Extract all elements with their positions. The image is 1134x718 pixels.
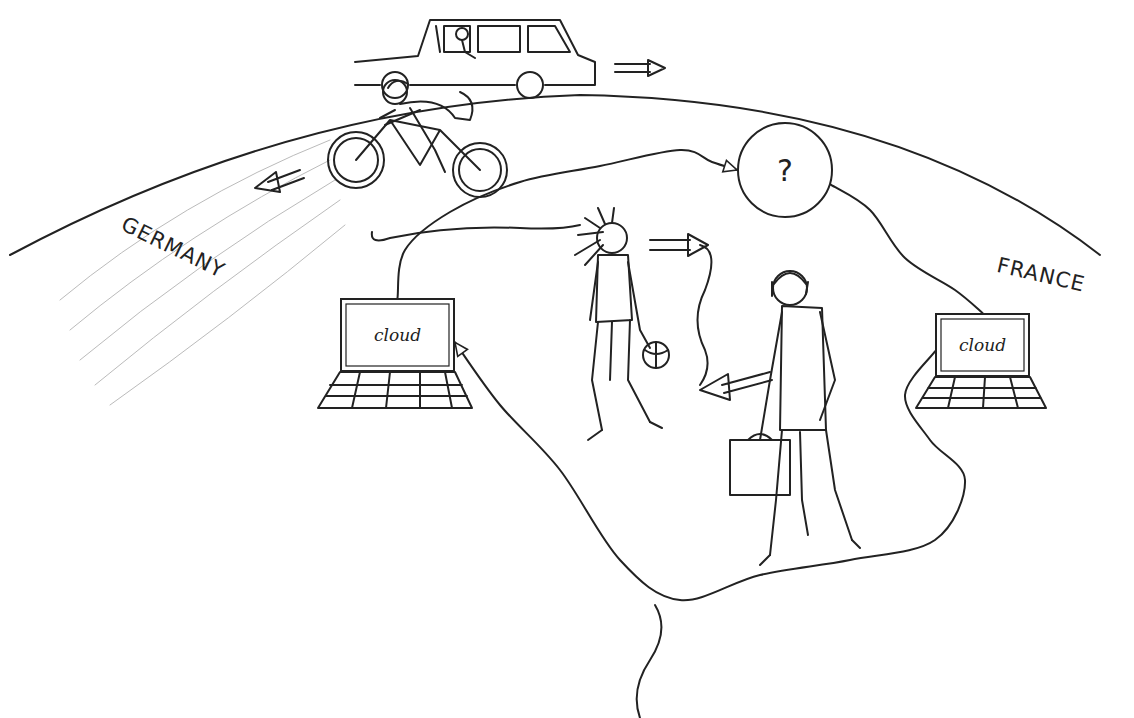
arrowhead [723,160,737,171]
laptop-screen: cloud [340,298,455,372]
screen-text: cloud [959,335,1006,355]
motion-hatching [60,140,345,405]
walking-businessman [730,271,860,565]
arrowhead [455,342,467,356]
wavy-line [698,245,712,385]
country-label: GERMANY [117,212,228,283]
country-label: FRANCE [995,253,1088,297]
car [355,20,595,98]
bike-direction-arrow [255,170,304,192]
car-direction-arrow [615,60,665,76]
question-mark: ? [777,153,793,188]
flow-line [398,150,738,298]
laptop-keyboard [916,377,1046,408]
approach-arrow [700,372,772,400]
question-circle: ? [737,122,833,218]
wavy-line [637,605,662,718]
walking-person [575,208,669,440]
wavy-line [372,225,580,240]
flow-line [831,185,983,313]
laptop-keyboard [318,372,472,408]
bicycle-rider [328,80,507,197]
laptop-screen: cloud [935,313,1030,377]
flow-line [455,342,965,600]
screen-text: cloud [374,325,421,345]
